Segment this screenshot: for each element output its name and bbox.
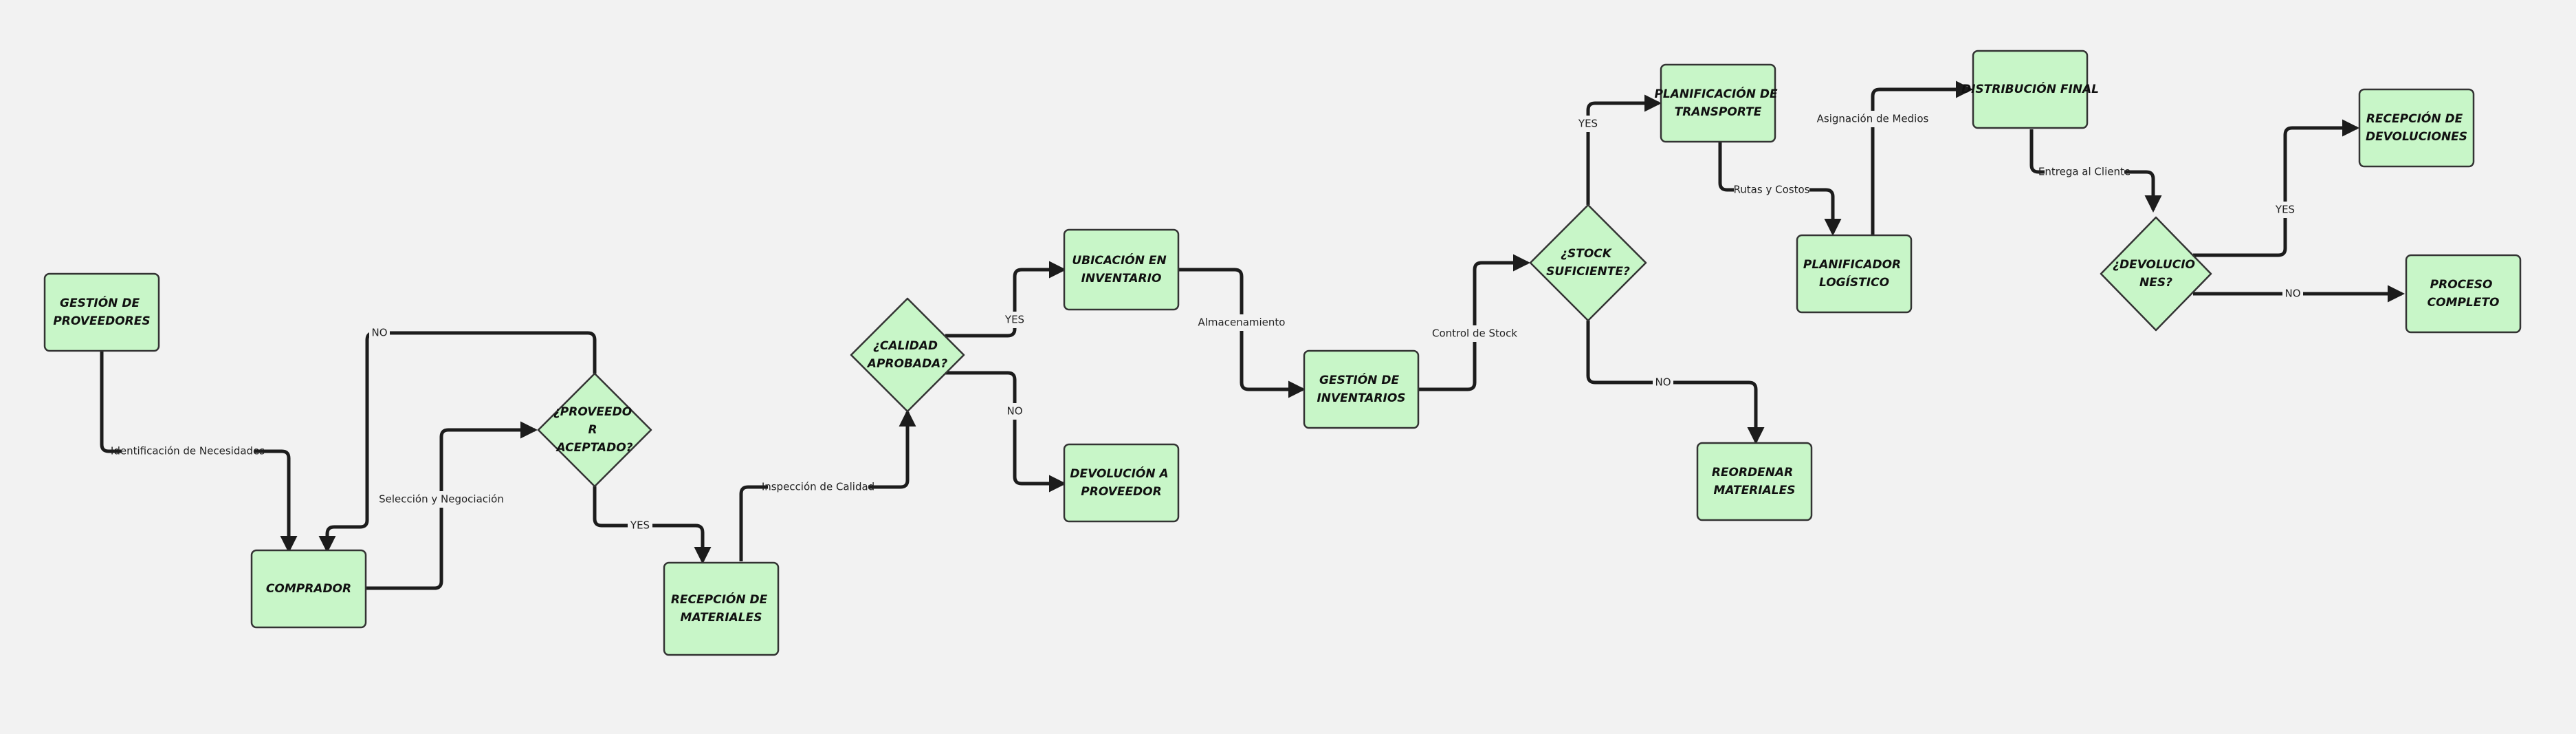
edge-label: NO: [1006, 405, 1022, 418]
edge-stock-no[interactable]: NO: [1586, 321, 1765, 445]
node-label: DISTRIBUCIÓN FINAL: [1961, 81, 2099, 96]
edge-almacenamiento[interactable]: Almacenamiento: [1178, 268, 1306, 398]
node-label: COMPRADOR: [266, 582, 351, 596]
node-recepcion-materiales[interactable]: RECEPCIÓN DE MATERIALES: [663, 561, 780, 656]
edge-label: YES: [2275, 204, 2295, 216]
edge-label: Identificación de Necesidades: [111, 445, 265, 457]
edge-entrega-cliente[interactable]: Entrega al Cliente: [2029, 129, 2162, 213]
edge-label: NO: [1655, 376, 1671, 389]
edge-calidad-yes[interactable]: YES: [945, 261, 1067, 338]
node-comprador[interactable]: COMPRADOR: [250, 549, 367, 629]
node-distribucion-final[interactable]: DISTRIBUCIÓN FINAL: [1961, 50, 2099, 129]
node-proceso-completo[interactable]: PROCESO COMPLETO: [2405, 254, 2522, 334]
node-devolucion-proveedor[interactable]: DEVOLUCIÓN A PROVEEDOR: [1063, 443, 1180, 523]
node-recepcion-devoluciones[interactable]: RECEPCIÓN DE DEVOLUCIONES: [2358, 88, 2475, 168]
edges-layer: Identificación de Necesidades Selección …: [100, 80, 2406, 590]
node-label: GESTIÓN DE INVENTARIOS: [1317, 372, 1405, 405]
edge-devoluciones-yes[interactable]: YES: [2193, 119, 2360, 257]
node-label: PLANIFICADOR LOGÍSTICO: [1803, 258, 1905, 290]
node-label: RECEPCIÓN DE MATERIALES: [671, 592, 771, 625]
node-label: GESTIÓN DE PROVEEDORES: [53, 295, 150, 328]
edge-label: NO: [2285, 288, 2300, 300]
edge-label: NO: [371, 327, 387, 339]
node-label: UBICACIÓN EN INVENTARIO: [1072, 252, 1170, 285]
node-gestion-proveedores[interactable]: GESTIÓN DE PROVEEDORES: [43, 272, 160, 352]
node-planificacion-transporte[interactable]: PLANIFICACIÓN DE TRANSPORTE: [1654, 63, 1781, 143]
node-devoluciones[interactable]: ¿DEVOLUCIO NES?: [2100, 216, 2212, 332]
edge-inspeccion-calidad[interactable]: Inspección de Calidad: [739, 409, 916, 561]
node-label: DEVOLUCIÓN A PROVEEDOR: [1070, 466, 1172, 499]
node-label: ¿CALIDAD APROBADA?: [866, 339, 948, 371]
node-label: REORDENAR MATERIALES: [1712, 466, 1797, 497]
edge-devoluciones-no[interactable]: NO: [2193, 285, 2406, 303]
node-proveedor-aceptado[interactable]: ¿PROVEEDO R ACEPTADO?: [537, 372, 652, 488]
edge-seleccion-negociacion[interactable]: Selección y Negociación: [366, 421, 538, 590]
edge-stock-yes[interactable]: YES: [1576, 94, 1662, 205]
edge-label: Inspección de Calidad: [762, 481, 874, 493]
edge-calidad-no[interactable]: NO: [945, 371, 1067, 493]
node-label: ¿DEVOLUCIO NES?: [2113, 258, 2199, 290]
edge-label: Entrega al Cliente: [2038, 166, 2131, 178]
edge-asignacion-medios[interactable]: Asignación de Medios: [1817, 80, 1974, 235]
node-label: PLANIFICACIÓN DE TRANSPORTE: [1654, 86, 1781, 119]
node-label: ¿PROVEEDO R ACEPTADO?: [553, 405, 636, 455]
edge-proveedor-yes[interactable]: YES: [593, 486, 712, 565]
edge-label: YES: [630, 519, 650, 532]
node-reordenar-materiales[interactable]: REORDENAR MATERIALES: [1696, 442, 1813, 521]
edge-identificacion-necesidades[interactable]: Identificación de Necesidades: [100, 351, 298, 554]
node-gestion-inventarios[interactable]: GESTIÓN DE INVENTARIOS: [1303, 349, 1420, 429]
node-label: ¿STOCK SUFICIENTE?: [1546, 247, 1630, 279]
edge-control-stock[interactable]: Control de Stock: [1419, 254, 1531, 391]
nodes-layer: GESTIÓN DE PROVEEDORES COMPRADOR ¿PROVEE…: [43, 50, 2522, 656]
edge-label: Asignación de Medios: [1817, 113, 1929, 125]
node-stock-suficiente[interactable]: ¿STOCK SUFICIENTE?: [1529, 204, 1647, 322]
node-planificador-logistico[interactable]: PLANIFICADOR LOGÍSTICO: [1796, 234, 1913, 314]
edge-label: Almacenamiento: [1198, 316, 1286, 329]
edge-label: YES: [1004, 314, 1024, 326]
node-ubicacion-inventario[interactable]: UBICACIÓN EN INVENTARIO: [1063, 228, 1180, 311]
node-calidad-aprobada[interactable]: ¿CALIDAD APROBADA?: [850, 297, 965, 413]
edge-label: YES: [1578, 118, 1598, 130]
edge-label: Control de Stock: [1432, 327, 1517, 340]
edge-label: Selección y Negociación: [379, 493, 504, 506]
edge-rutas-costos[interactable]: Rutas y Costos: [1718, 142, 1842, 237]
node-label: RECEPCIÓN DE DEVOLUCIONES: [2366, 111, 2467, 144]
node-label: PROCESO COMPLETO: [2428, 278, 2500, 310]
edge-proveedor-no[interactable]: NO: [318, 325, 597, 554]
edge-label: Rutas y Costos: [1734, 184, 1810, 196]
